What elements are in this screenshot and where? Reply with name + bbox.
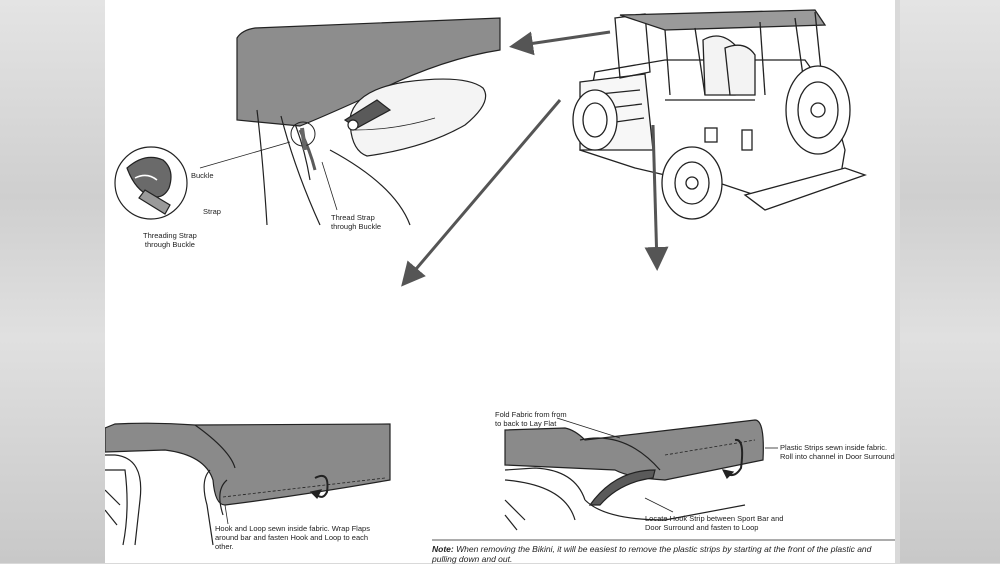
installation-diagram [105,9,895,546]
note-text: When removing the Bikini, it will be eas… [432,544,872,564]
note-prefix: Note: [432,544,454,554]
direction-arrows [401,30,669,287]
jeep-illustration [572,9,867,220]
label-threading-strap: Threading Strap through Buckle [143,231,197,249]
label-buckle: Buckle [191,171,214,180]
label-thread-strap: Thread Strap through Buckle [331,213,382,231]
windshield-bikini-detail [236,17,501,226]
instruction-page: Buckle Strap Threading Strap through Buc… [105,0,897,564]
blurred-background-left [0,0,110,563]
threading-strap-inset [114,146,188,220]
label-fold-fabric: Fold Fabric from from to back to Lay Fla… [495,410,567,428]
removal-note: Note: When removing the Bikini, it will … [432,544,897,564]
label-strap: Strap [203,207,221,216]
label-plastic-strips: Plastic Strips sewn inside fabric. Roll … [780,443,895,461]
callout-lines [199,141,338,211]
hook-loop-callout [224,504,229,525]
door-surround-callouts [556,417,778,513]
blurred-background-right [900,0,1000,563]
door-surround-detail [504,419,764,531]
hook-loop-detail [105,422,391,546]
label-locate-hook: Locate Hook Strip between Sport Bar and … [645,514,784,532]
label-hook-loop-sewn: Hook and Loop sewn inside fabric. Wrap F… [215,524,370,551]
